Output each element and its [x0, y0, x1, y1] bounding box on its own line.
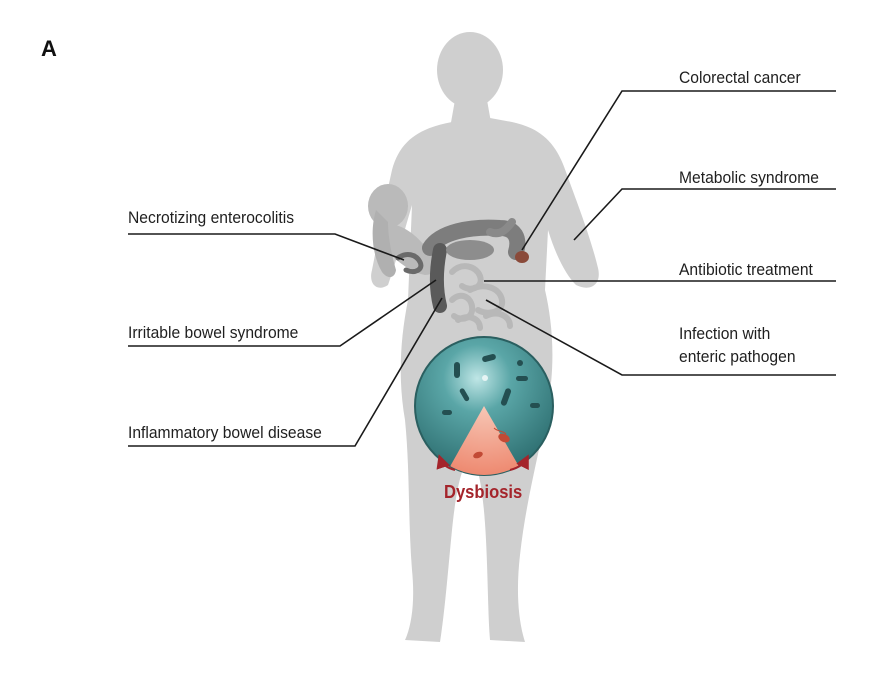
leader-irritable-bowel: [128, 279, 437, 347]
leader-lines: [128, 90, 836, 447]
label-inflammatory-bowel-disease: Inflammatory bowel disease: [128, 423, 322, 442]
dysbiosis-arrow-left: [436, 454, 456, 471]
label-infection-line1: Infection with: [679, 324, 771, 343]
label-necrotizing-enterocolitis: Necrotizing enterocolitis: [128, 208, 295, 227]
leader-metabolic-syndrome: [573, 188, 836, 241]
label-metabolic-syndrome: Metabolic syndrome: [679, 168, 819, 187]
panel-label: A: [41, 36, 57, 61]
infant-intestine: [395, 252, 424, 275]
microbe-magnifier: [414, 336, 554, 476]
leader-necrotizing-enterocolitis: [128, 233, 405, 261]
label-dysbiosis: Dysbiosis: [444, 482, 523, 502]
adult-intestines: [422, 218, 529, 331]
label-irritable-bowel-syndrome: Irritable bowel syndrome: [128, 323, 299, 342]
leader-infection: [485, 299, 836, 376]
dysbiosis-wedge: [420, 406, 550, 475]
label-infection-line2: enteric pathogen: [679, 347, 796, 366]
label-antibiotic-treatment: Antibiotic treatment: [679, 260, 813, 279]
label-colorectal-cancer: Colorectal cancer: [679, 68, 801, 87]
dysbiosis-arrow-right: [509, 454, 529, 471]
leader-inflammatory-bowel: [128, 297, 443, 447]
leader-colorectal-cancer: [521, 90, 836, 251]
